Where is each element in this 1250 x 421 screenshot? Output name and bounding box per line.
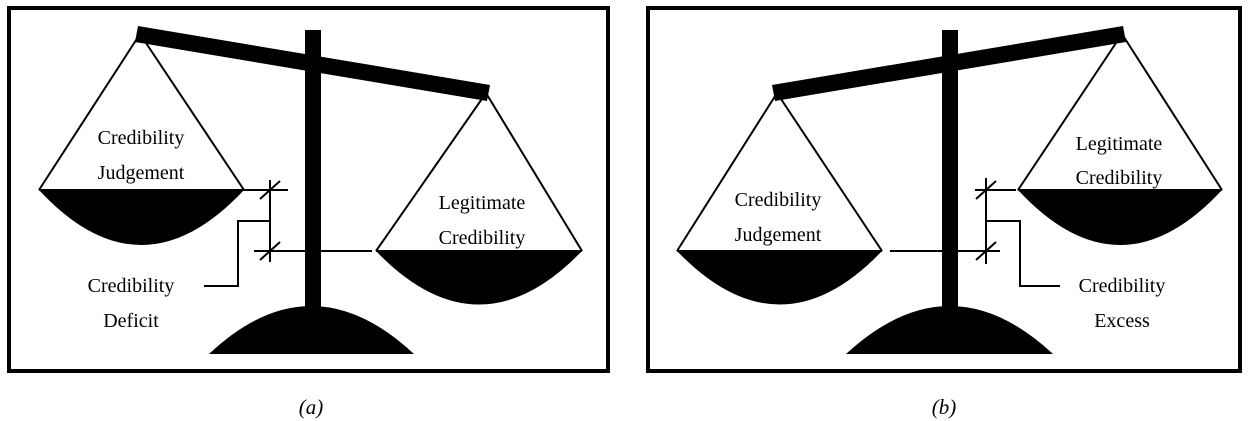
panel-b: Credibility Judgement Legitimate Credibi… bbox=[646, 6, 1242, 373]
scale-beam bbox=[772, 26, 1126, 101]
right-pan: Legitimate Credibility bbox=[1017, 33, 1223, 245]
annotation-label-line1: Credibility bbox=[88, 275, 175, 297]
right-pan-label-line2: Credibility bbox=[1076, 167, 1163, 189]
caption-b: (b) bbox=[932, 395, 957, 419]
left-pan-label-line1: Credibility bbox=[735, 189, 822, 211]
scale-pole bbox=[305, 30, 321, 345]
caption-a: (a) bbox=[299, 395, 324, 419]
annotation-label-line2: Excess bbox=[1094, 310, 1150, 332]
left-pan-label-line2: Judgement bbox=[98, 162, 185, 184]
right-pan-label-line2: Credibility bbox=[439, 227, 526, 249]
right-pan-label-line1: Legitimate bbox=[439, 192, 526, 214]
scale-pole bbox=[942, 30, 958, 345]
right-pan: Legitimate Credibility bbox=[375, 92, 583, 305]
left-pan-label-line1: Credibility bbox=[98, 127, 185, 149]
deficit-dimension: Credibility Deficit bbox=[88, 180, 372, 332]
left-pan: Credibility Judgement bbox=[676, 92, 883, 305]
right-pan-label-line1: Legitimate bbox=[1076, 133, 1163, 155]
scale-base bbox=[846, 306, 1053, 354]
excess-dimension: Credibility Excess bbox=[890, 178, 1165, 332]
annotation-label-line1: Credibility bbox=[1079, 275, 1166, 297]
panel-a: Credibility Judgement Legitimate Credibi… bbox=[7, 6, 610, 373]
annotation-label-line2: Deficit bbox=[103, 310, 159, 332]
left-pan: Credibility Judgement bbox=[38, 33, 245, 245]
left-pan-label-line2: Judgement bbox=[735, 224, 822, 246]
scale-base bbox=[209, 306, 414, 354]
scale-beam bbox=[135, 26, 490, 101]
